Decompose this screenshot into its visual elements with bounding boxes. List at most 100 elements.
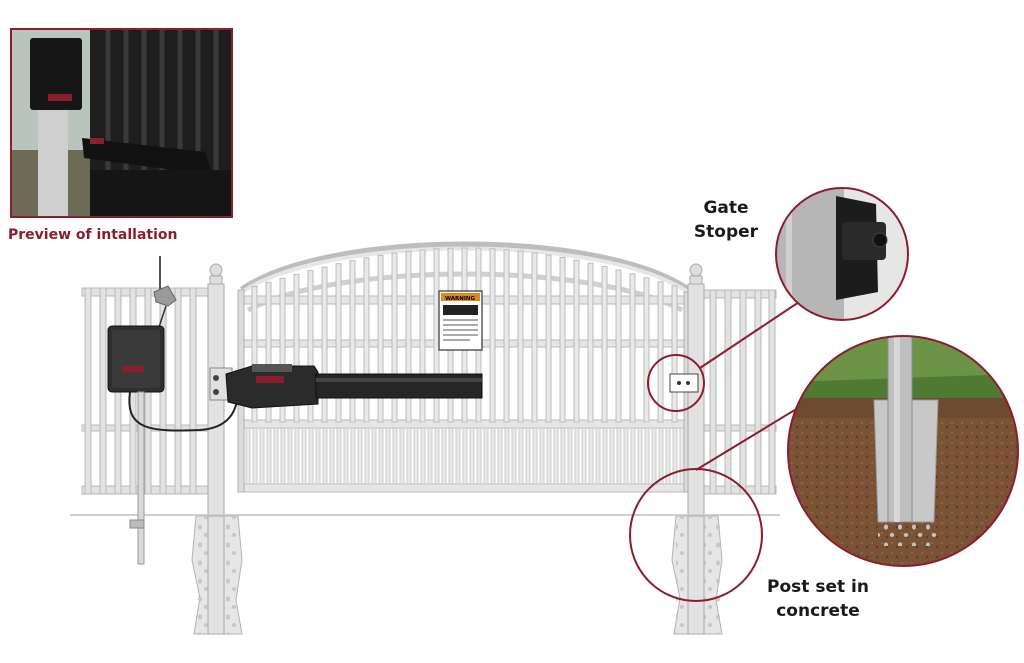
gate-picket [427, 427, 433, 485]
gate-picket [301, 427, 307, 485]
gate-stopper-zoom [775, 187, 909, 321]
gate-bar [391, 252, 398, 423]
gate-picket [609, 427, 615, 485]
concrete-label-line2: concrete [776, 601, 860, 621]
gate-picket [483, 427, 489, 485]
gate-picket [259, 427, 265, 485]
gate-picket [350, 427, 356, 485]
gate-picket [448, 427, 454, 485]
gate-picket [651, 427, 657, 485]
gate-picket [560, 427, 566, 485]
gate-picket [308, 427, 314, 485]
gate-bar [601, 266, 608, 423]
gate-bar [643, 277, 650, 423]
gate-picket [434, 427, 440, 485]
concrete-footing-left [191, 515, 243, 635]
gate-picket [511, 427, 517, 485]
gate-bar [279, 277, 286, 423]
gate-picket [420, 427, 426, 485]
gate-picket [266, 427, 272, 485]
gate-bar [559, 256, 566, 423]
gate-picket [336, 427, 342, 485]
gate-picket [553, 427, 559, 485]
concrete-connector [695, 407, 799, 471]
concrete-label-line1: Post set in [767, 577, 869, 597]
gate-picket [539, 427, 545, 485]
gate-bar [363, 257, 370, 423]
gate-picket [273, 427, 279, 485]
gate-stopper-label: Gate Stoper [690, 196, 762, 244]
gate-picket [294, 427, 300, 485]
gate-bar [671, 285, 678, 423]
gate-bar [489, 248, 496, 423]
gate-stopper-connector [699, 299, 803, 369]
gate-picket [455, 427, 461, 485]
gate-picket [546, 427, 552, 485]
power-cable [128, 391, 239, 432]
gate-bar [293, 273, 300, 423]
concrete-label: Post set in concrete [748, 575, 888, 623]
gate-bar [251, 285, 258, 423]
gate-picket [280, 427, 286, 485]
gate-picket [413, 427, 419, 485]
gate-picket [518, 427, 524, 485]
gate-bar [531, 252, 538, 423]
gate-picket [315, 427, 321, 485]
gate-bar [517, 250, 524, 423]
gate-operator-icon [209, 364, 483, 409]
gate-bar [615, 269, 622, 423]
gate-bar [545, 254, 552, 423]
preview-photo [10, 28, 233, 218]
gate-picket [476, 427, 482, 485]
gate-picket [441, 427, 447, 485]
gate-picket [588, 427, 594, 485]
gate-picket [364, 427, 370, 485]
gate-picket [252, 427, 258, 485]
gate-picket [490, 427, 496, 485]
gate-picket [616, 427, 622, 485]
gate-picket [644, 427, 650, 485]
control-box-icon [107, 325, 165, 393]
gate-bar [335, 263, 342, 423]
warning-sign-icon: WARNING [438, 290, 483, 351]
gate-picket [679, 427, 685, 485]
gate-bar [629, 273, 636, 423]
gate-picket [567, 427, 573, 485]
gate-picket [371, 427, 377, 485]
gate-bar [377, 254, 384, 423]
gate-bar [657, 281, 664, 423]
gate-stopper-label-line1: Gate [703, 198, 749, 218]
gate-picket [322, 427, 328, 485]
mounting-pole [129, 391, 145, 565]
gate-stopper-label-line2: Stoper [693, 222, 759, 242]
gate-bar [265, 281, 272, 423]
gate-picket [504, 427, 510, 485]
gate-bar [587, 262, 594, 423]
gate-stopper-icon [669, 373, 699, 393]
warning-sign-text: WARNING [445, 296, 476, 302]
preview-caption-text: Preview of intallation [8, 227, 178, 243]
gate-picket [245, 427, 251, 485]
gate-picket [497, 427, 503, 485]
gate-picket [602, 427, 608, 485]
gate-picket [287, 427, 293, 485]
gate-picket [525, 427, 531, 485]
gate-picket [581, 427, 587, 485]
right-fence-section [701, 289, 777, 495]
gate-bar [307, 270, 314, 423]
gate-picket [462, 427, 468, 485]
gate-bar [503, 249, 510, 423]
gate-picket [623, 427, 629, 485]
gate-picket [532, 427, 538, 485]
gate-picket [630, 427, 636, 485]
gate-stopper-highlight [647, 354, 705, 412]
gate-bar [405, 250, 412, 423]
concrete-post-icon [787, 335, 1019, 567]
gate-picket [406, 427, 412, 485]
gate-picket [385, 427, 391, 485]
gate-bar [349, 260, 356, 423]
gate-picket [343, 427, 349, 485]
gate-picket [574, 427, 580, 485]
gate-bar [321, 266, 328, 423]
